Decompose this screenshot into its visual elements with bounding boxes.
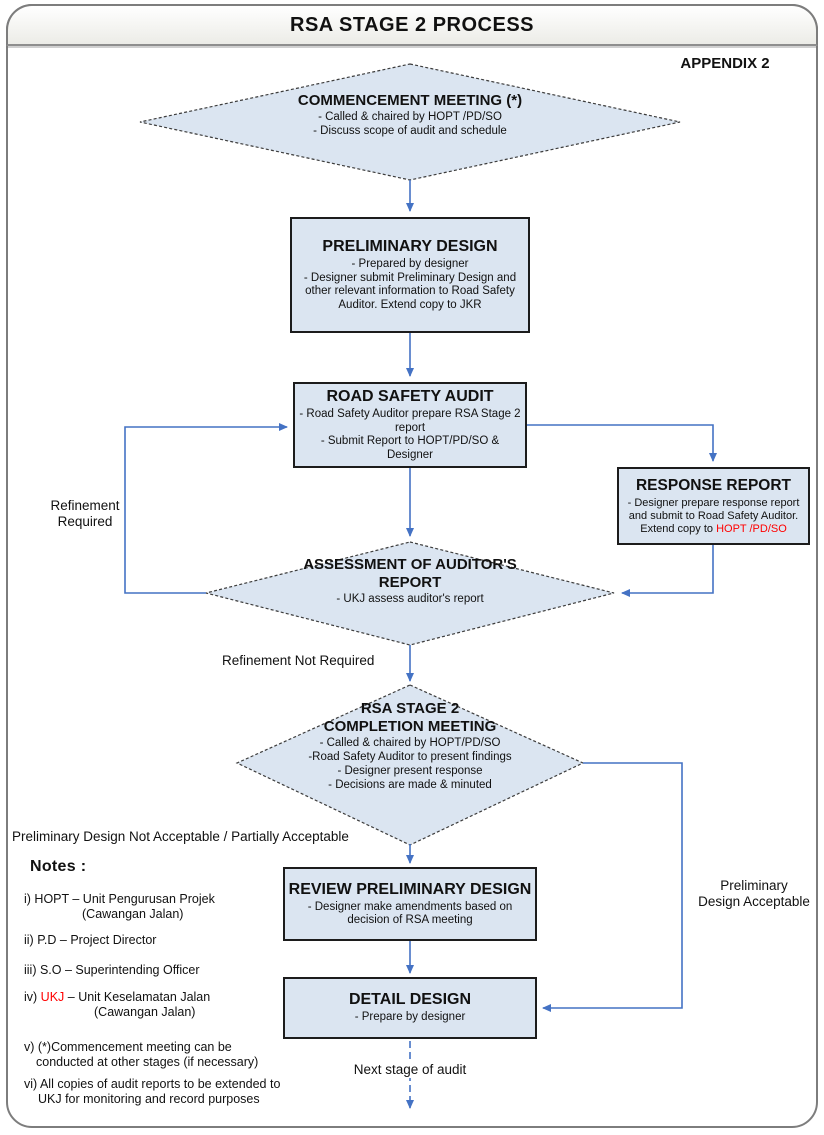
note-line: iv) UKJ – Unit Keselamatan Jalan	[24, 990, 210, 1004]
note-line: UKJ for monitoring and record purposes	[38, 1092, 260, 1106]
label-line: Design Acceptable	[698, 894, 810, 909]
node-line: - Prepared by designer	[351, 258, 469, 270]
note-line: ii) P.D – Project Director	[24, 933, 157, 947]
label-line: Refinement	[50, 498, 120, 513]
not-acceptable-label: Preliminary Design Not Acceptable / Part…	[12, 829, 349, 844]
node-title: RESPONSE REPORT	[635, 476, 792, 494]
node-title: COMMENCEMENT MEETING (*)	[297, 92, 523, 109]
node-line: - Designer make amendments based on	[307, 900, 513, 913]
preliminary-design-node: PRELIMINARY DESIGN - Prepared by designe…	[290, 217, 530, 333]
appendix-label: APPENDIX 2	[680, 55, 770, 72]
label-line: Required	[57, 514, 113, 529]
node-line: -Road Safety Auditor to present findings	[308, 751, 512, 763]
node-line-prefix: Extend copy to	[640, 522, 717, 535]
note-line: conducted at other stages (if necessary)	[36, 1055, 259, 1069]
node-line: - Designer present response	[337, 765, 483, 777]
node-line: - UKJ assess auditor's report	[336, 593, 484, 605]
completion-meeting-node: RSA STAGE 2 COMPLETION MEETING - Called …	[240, 700, 580, 792]
node-title: ASSESSMENT OF AUDITOR'S	[303, 556, 517, 573]
note-red-term: UKJ	[40, 990, 65, 1004]
node-line: - Prepare by designer	[354, 1011, 466, 1024]
note-item-copies: vi) All copies of audit reports to be ex…	[24, 1077, 280, 1107]
note-line: iii) S.O – Superintending Officer	[24, 963, 200, 977]
note-item-so: iii) S.O – Superintending Officer	[24, 963, 200, 978]
node-line: Designer	[386, 448, 434, 461]
node-line: and submit to Road Safety Auditor.	[628, 509, 799, 522]
note-prefix: iv)	[24, 990, 41, 1004]
detail-design-node: DETAIL DESIGN - Prepare by designer	[283, 977, 537, 1039]
refinement-required-label: Refinement Required	[25, 498, 145, 530]
node-line: - Designer prepare response report	[627, 496, 800, 509]
label-line: Preliminary	[720, 878, 788, 893]
refinement-not-required-label: Refinement Not Required	[222, 653, 375, 668]
node-line: report	[394, 421, 426, 434]
node-line: - Road Safety Auditor prepare RSA Stage …	[299, 408, 521, 420]
note-item-commencement: v) (*)Commencement meeting can be conduc…	[24, 1040, 258, 1070]
notes-heading: Notes :	[30, 858, 87, 875]
note-line: (Cawangan Jalan)	[82, 907, 184, 921]
node-line: Auditor. Extend copy to JKR	[338, 298, 482, 311]
node-line: Extend copy to HOPT /PD/SO	[640, 523, 787, 536]
note-text: – Unit Keselamatan Jalan	[64, 990, 211, 1004]
node-title: PRELIMINARY DESIGN	[322, 238, 498, 255]
node-title: REVIEW PRELIMINARY DESIGN	[288, 880, 532, 898]
note-line: vi) All copies of audit reports to be ex…	[24, 1077, 281, 1091]
note-item-ukj: iv) UKJ – Unit Keselamatan Jalan (Cawang…	[24, 990, 210, 1020]
note-item-hopt: i) HOPT – Unit Pengurusan Projek (Cawang…	[24, 892, 215, 922]
commencement-meeting-node: COMMENCEMENT MEETING (*) - Called & chai…	[140, 92, 680, 138]
page-title: RSA STAGE 2 PROCESS	[290, 13, 534, 36]
note-item-pd: ii) P.D – Project Director	[24, 933, 156, 948]
node-line: - Discuss scope of audit and schedule	[313, 125, 507, 137]
assessment-node: ASSESSMENT OF AUDITOR'S REPORT - UKJ ass…	[210, 556, 610, 606]
node-line: - Submit Report to HOPT/PD/SO &	[320, 435, 500, 447]
title-bar: RSA STAGE 2 PROCESS	[6, 4, 818, 46]
response-report-node: RESPONSE REPORT - Designer prepare respo…	[617, 467, 810, 545]
node-title: ROAD SAFETY AUDIT	[326, 388, 494, 405]
node-line: - Designer submit Preliminary Design and	[303, 271, 517, 284]
node-line: decision of RSA meeting	[347, 914, 473, 926]
node-title: DETAIL DESIGN	[348, 991, 472, 1009]
review-preliminary-design-node: REVIEW PRELIMINARY DESIGN - Designer mak…	[283, 867, 537, 941]
node-line: other relevant information to Road Safet…	[305, 285, 515, 297]
node-line-red-text: HOPT /PD/SO	[716, 522, 787, 535]
node-title: REPORT	[378, 574, 442, 591]
node-title: COMPLETION MEETING	[323, 718, 497, 735]
node-line: - Decisions are made & minuted	[328, 779, 492, 791]
next-stage-label: Next stage of audit	[340, 1062, 480, 1078]
node-line: - Called & chaired by HOPT/PD/SO	[319, 737, 501, 749]
road-safety-audit-node: ROAD SAFETY AUDIT - Road Safety Auditor …	[293, 382, 527, 468]
note-line: (Cawangan Jalan)	[94, 1005, 196, 1019]
note-line: v) (*)Commencement meeting can be	[24, 1040, 232, 1054]
note-line: i) HOPT – Unit Pengurusan Projek	[24, 892, 215, 906]
node-title: RSA STAGE 2	[360, 700, 460, 717]
node-line: - Called & chaired by HOPT /PD/SO	[318, 111, 502, 123]
design-acceptable-label: Preliminary Design Acceptable	[692, 878, 816, 910]
